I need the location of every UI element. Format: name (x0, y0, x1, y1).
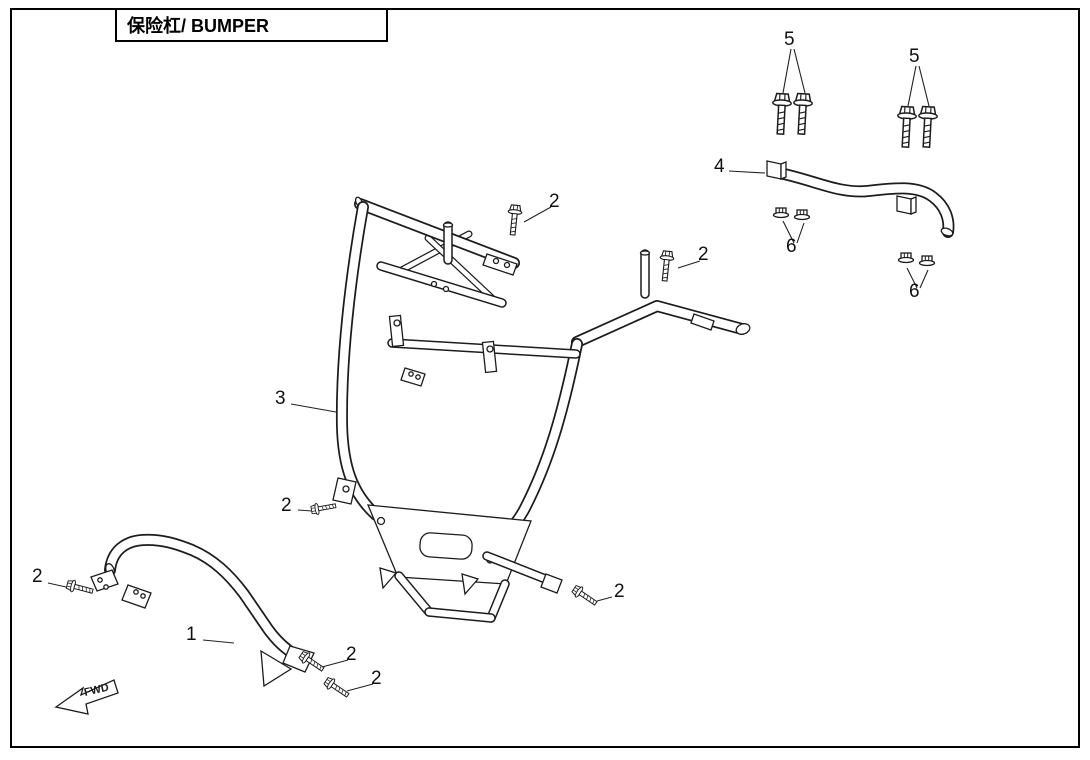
flange-nut-icon (793, 209, 811, 221)
part-callout: 2 (32, 566, 43, 587)
mounting-bracket (400, 367, 426, 387)
flange-bolt-icon (770, 92, 793, 136)
flange-nut-icon (897, 252, 915, 264)
rear-bar-drawing (766, 160, 954, 237)
fwd-label: FWD (83, 682, 110, 699)
fin-gusset (260, 649, 293, 688)
mounting-bracket (482, 253, 518, 276)
part-callout: 5 (784, 29, 795, 50)
flange-bolt-icon (895, 105, 918, 149)
main-frame-drawing (332, 196, 751, 618)
flange-bolt-icon (65, 578, 95, 598)
mounting-tab (388, 314, 405, 348)
part-callout: 2 (614, 581, 625, 602)
mounting-tab (481, 340, 498, 374)
mounting-bracket (540, 573, 563, 594)
part-callout: 1 (186, 624, 197, 645)
post-cap (442, 222, 454, 228)
flange-bolt-icon (505, 203, 524, 237)
mounting-bracket (332, 477, 357, 505)
part-callout: 2 (371, 668, 382, 689)
part-callout: 2 (346, 644, 357, 665)
flange-bolt-icon (916, 105, 939, 149)
fwd-arrow: FWD (54, 679, 119, 715)
tube-end-cap (735, 323, 751, 335)
panel-slot (419, 532, 473, 560)
mounting-plate (121, 584, 152, 609)
post-cap (639, 250, 651, 256)
gusset (461, 573, 480, 596)
frame-bolts (65, 203, 676, 701)
flange-bolt-icon (791, 92, 814, 136)
mounting-plate (90, 569, 119, 592)
tube-end-cap (940, 227, 954, 237)
page-title: 保险杠/ BUMPER (127, 16, 270, 36)
flange-bolt-icon (322, 675, 352, 701)
page-border (10, 8, 1080, 748)
mounting-bracket (690, 313, 715, 331)
spacer-block (766, 160, 782, 180)
part-callout: 4 (714, 156, 725, 177)
part-callout: 5 (909, 46, 920, 67)
part-callout: 2 (549, 191, 560, 212)
flange-bolt-icon (310, 499, 338, 516)
leader-lines (47, 48, 930, 692)
diagram-title-box: 保险杠/ BUMPER (115, 8, 388, 42)
lower-bumper-drawing (90, 540, 315, 688)
rear-bar-nuts (772, 207, 936, 267)
part-callout: 6 (909, 281, 920, 302)
flange-bolt-icon (570, 583, 600, 609)
gusset (379, 567, 398, 590)
flange-nut-icon (772, 207, 790, 219)
part-callout: 3 (275, 388, 286, 409)
rear-bar-bolts (770, 92, 939, 149)
part-callout: 6 (786, 236, 797, 257)
spacer-block (896, 195, 912, 215)
flange-nut-icon (918, 255, 936, 267)
part-callout: 2 (698, 244, 709, 265)
part-callout: 2 (281, 495, 292, 516)
flange-bolt-icon (657, 249, 676, 283)
